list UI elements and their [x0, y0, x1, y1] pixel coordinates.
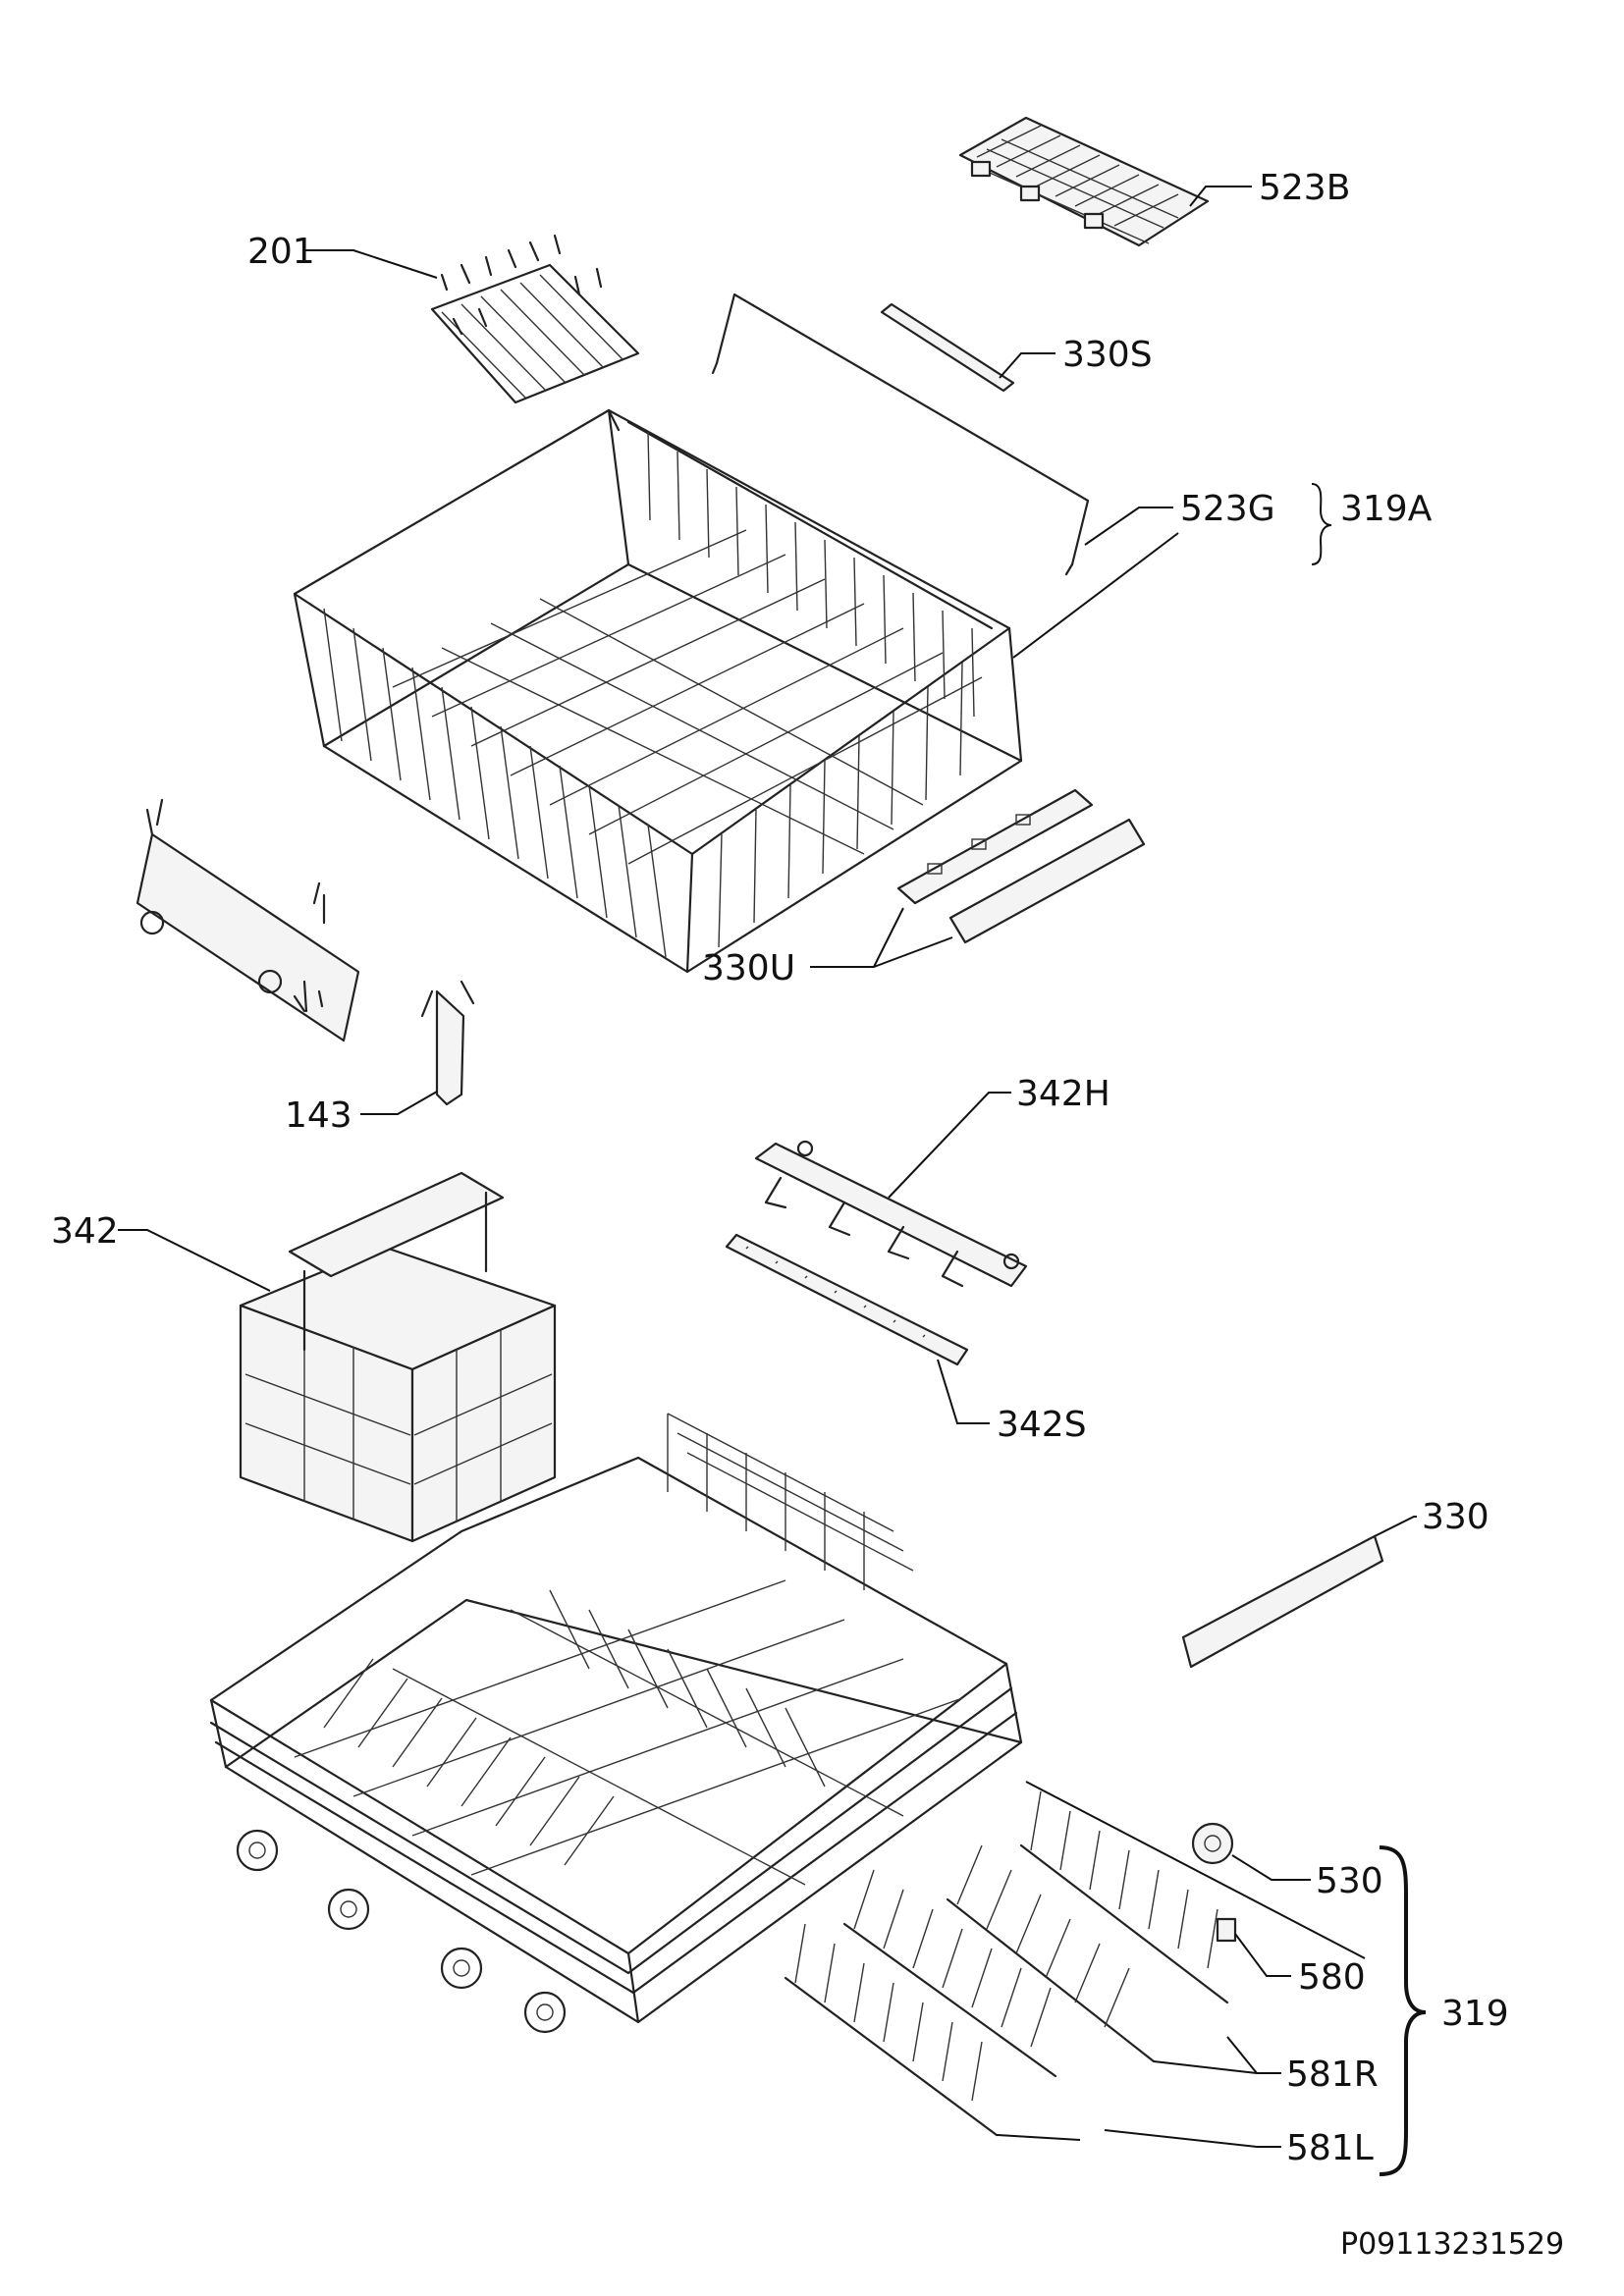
- label-342: 342: [51, 1211, 119, 1252]
- label-581R: 581R: [1286, 2055, 1379, 2095]
- label-330: 330: [1422, 1497, 1489, 1537]
- part-330U-drawing: [896, 788, 1146, 944]
- part-523B-drawing: [958, 116, 1210, 247]
- label-342S: 342S: [997, 1405, 1087, 1445]
- part-330-drawing: [1181, 1534, 1384, 1669]
- label-530: 530: [1316, 1861, 1383, 1901]
- label-330S: 330S: [1062, 335, 1153, 375]
- part-342H-drawing: [754, 1140, 1028, 1288]
- label-580: 580: [1298, 1957, 1366, 1998]
- drawing-code: P09113231529: [1340, 2227, 1564, 2262]
- part-580-drawing: [1216, 1917, 1237, 1943]
- label-342H: 342H: [1016, 1074, 1110, 1114]
- lower-basket-drawing: [209, 1413, 1023, 2034]
- label-201: 201: [247, 232, 315, 272]
- upper-basket-drawing: [293, 408, 1023, 974]
- part-523G-drawing: [711, 293, 1090, 576]
- leader-lines: [118, 186, 1427, 2176]
- label-523G: 523G: [1180, 489, 1275, 529]
- label-523B: 523B: [1259, 168, 1350, 208]
- label-319A: 319A: [1340, 489, 1433, 529]
- part-201-drawing: [430, 234, 640, 404]
- part-530-drawing: [1191, 1822, 1234, 1865]
- part-342S-drawing: [725, 1233, 969, 1366]
- label-330U: 330U: [702, 948, 795, 988]
- part-labels: 201 523B 330S 523G 319A 330U 143 342H 34…: [51, 168, 1564, 2262]
- part-581R-drawing: [946, 1790, 1229, 2063]
- part-342-drawing: [239, 1171, 557, 1543]
- part-581L-drawing: [784, 1869, 1057, 2137]
- part-330S-drawing: [880, 302, 1015, 393]
- label-581L: 581L: [1286, 2128, 1374, 2168]
- label-143: 143: [285, 1095, 352, 1136]
- label-319: 319: [1441, 1994, 1509, 2034]
- part-143-drawing: [135, 798, 475, 1106]
